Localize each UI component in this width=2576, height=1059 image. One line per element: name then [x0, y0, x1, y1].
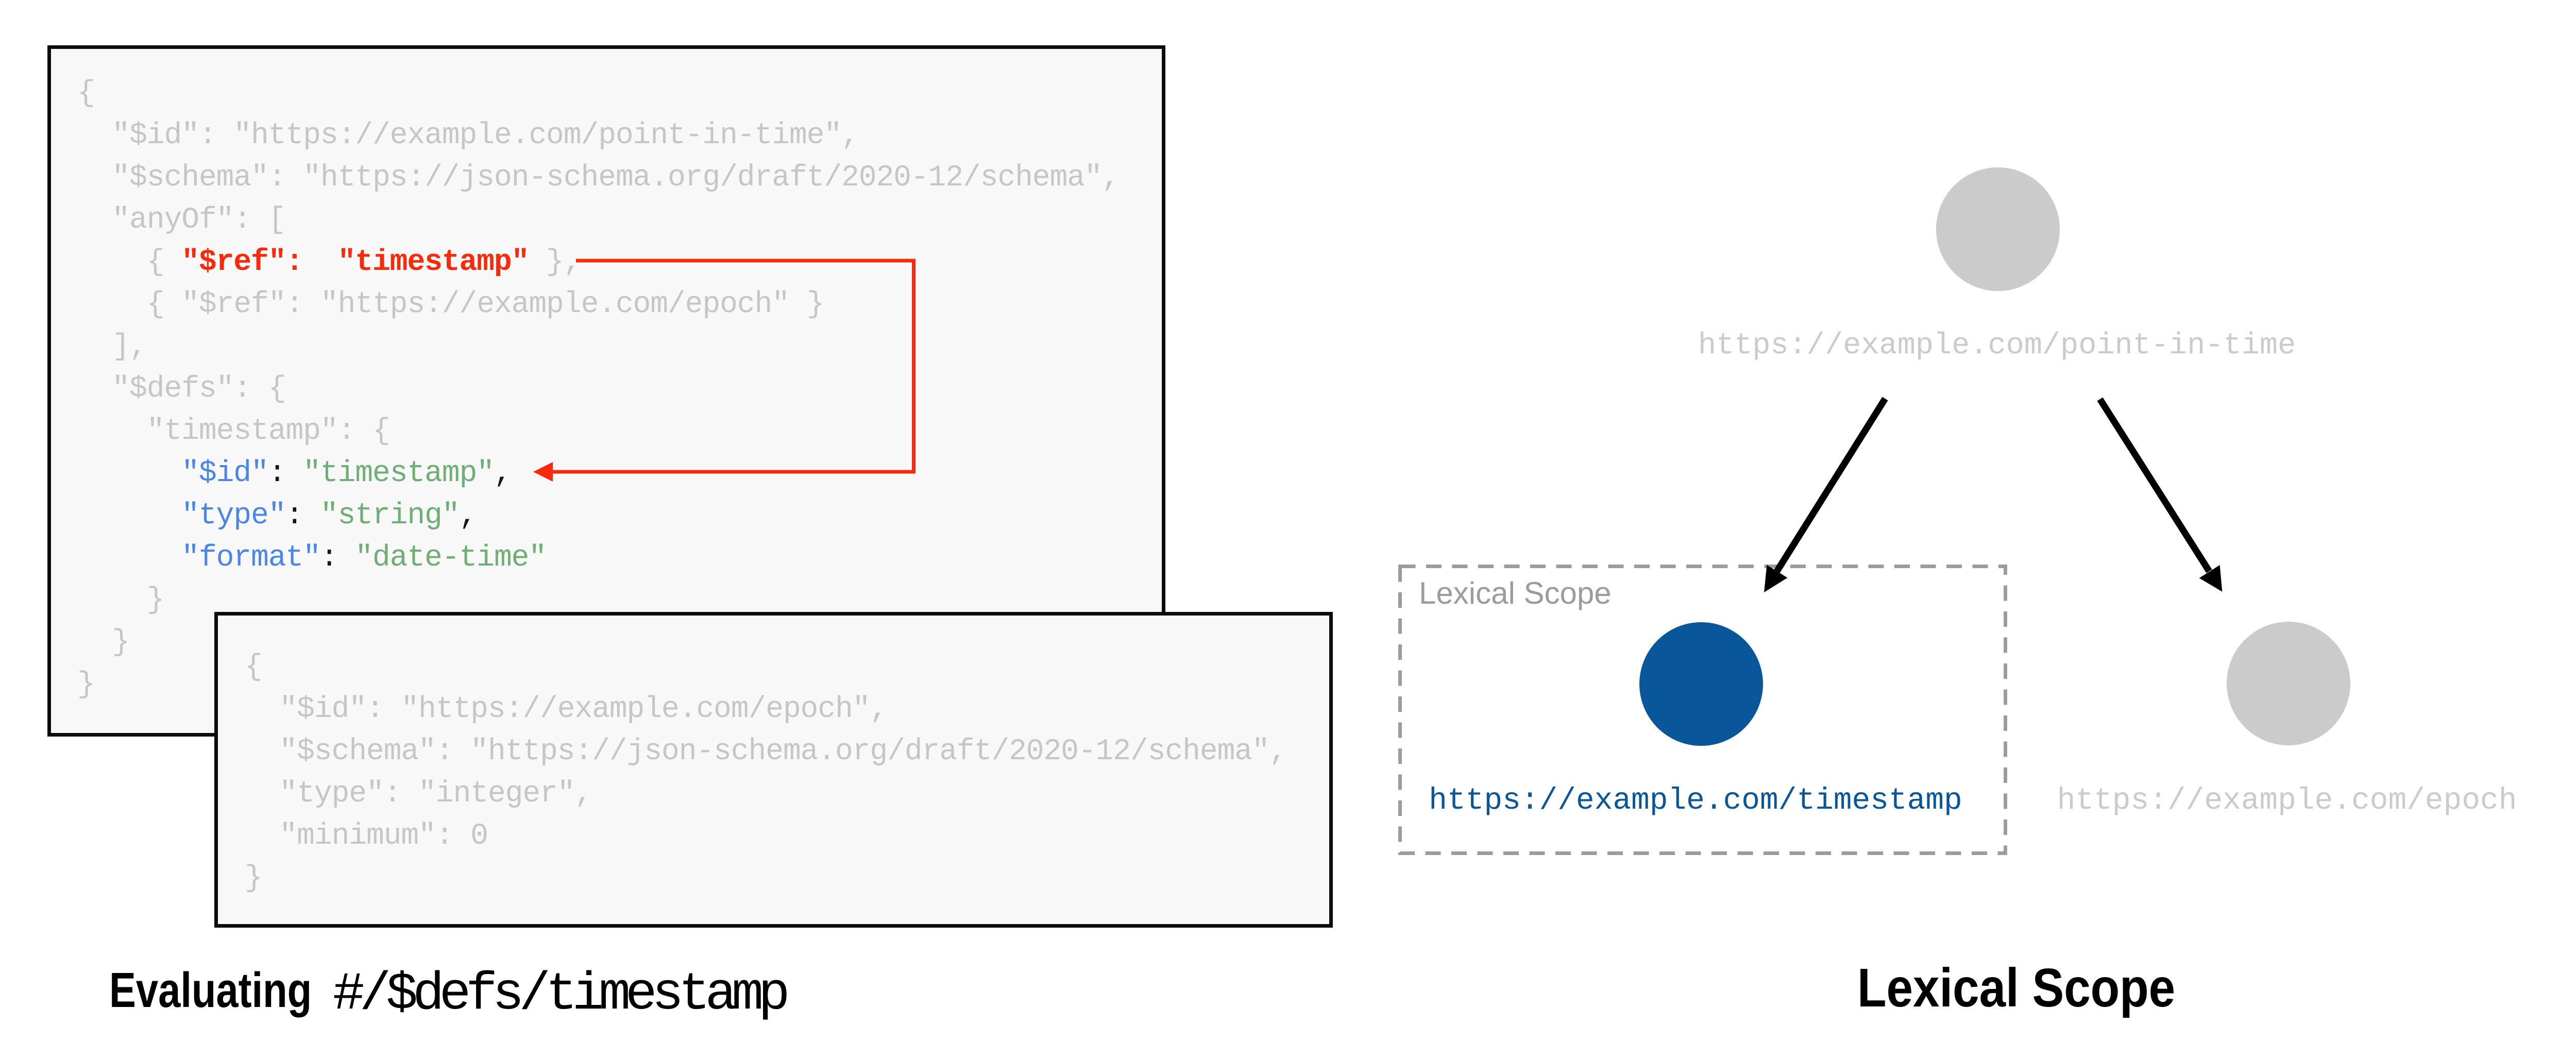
svg-text::: : — [268, 457, 286, 490]
svg-text:{: { — [77, 77, 95, 110]
svg-text:https://example.com/epoch: https://example.com/epoch — [2057, 783, 2517, 818]
svg-text:},: }, — [546, 246, 581, 279]
svg-text:"$defs": {: "$defs": { — [112, 372, 285, 406]
svg-text:}: } — [77, 668, 95, 702]
svg-text:,: , — [494, 457, 512, 490]
svg-text:"$schema": "https://json-schem: "$schema": "https://json-schema.org/draf… — [279, 735, 1286, 768]
svg-text:"minimum": 0: "minimum": 0 — [279, 819, 487, 853]
svg-text:"type": "type" — [181, 499, 285, 533]
svg-text:"$schema": "https://json-schem: "$schema": "https://json-schema.org/draf… — [112, 161, 1119, 195]
svg-text:"type": "integer",: "type": "integer", — [279, 777, 592, 811]
svg-text:],: ], — [112, 330, 146, 364]
svg-text:"$ref": "timestamp": "$ref": "timestamp" — [181, 246, 529, 279]
svg-text:}: } — [147, 584, 164, 617]
svg-text:"$id": "https://example.com/po: "$id": "https://example.com/point-in-tim… — [112, 119, 858, 152]
svg-text:{ "$ref": "https://example.com: { "$ref": "https://example.com/epoch" } — [147, 288, 824, 321]
svg-text:"$id": "$id" — [181, 457, 268, 490]
svg-text:#/$defs/timestamp: #/$defs/timestamp — [333, 964, 787, 1024]
svg-text:"timestamp": {: "timestamp": { — [147, 415, 390, 448]
svg-text:"format": "format" — [181, 541, 320, 575]
svg-text::: : — [320, 541, 338, 575]
svg-text:https://example.com/timestamp: https://example.com/timestamp — [1429, 783, 1962, 818]
svg-text:https://example.com/point-in-t: https://example.com/point-in-time — [1698, 328, 2296, 363]
svg-text:Evaluating: Evaluating — [109, 962, 312, 1018]
svg-text:"timestamp": "timestamp" — [303, 457, 494, 490]
svg-text:,: , — [459, 499, 477, 533]
svg-text:{: { — [147, 246, 164, 279]
svg-text:Lexical Scope: Lexical Scope — [1419, 576, 1612, 610]
svg-text:"$id": "https://example.com/ep: "$id": "https://example.com/epoch", — [279, 693, 887, 726]
svg-text:"date-time": "date-time" — [355, 541, 546, 575]
svg-text:}: } — [112, 626, 129, 659]
svg-text:{: { — [245, 651, 262, 684]
svg-text:"anyOf": [: "anyOf": [ — [112, 203, 285, 237]
svg-text:}: } — [245, 862, 262, 895]
svg-text::: : — [285, 499, 303, 533]
svg-text:"string": "string" — [320, 499, 460, 533]
svg-text:Lexical Scope: Lexical Scope — [1857, 958, 2175, 1018]
